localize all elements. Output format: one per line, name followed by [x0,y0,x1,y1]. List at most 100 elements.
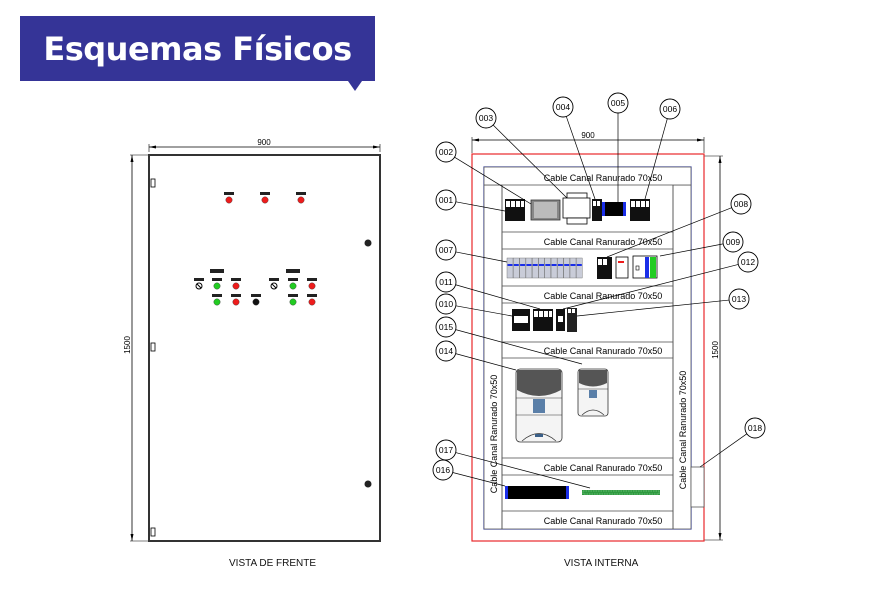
callout-012: 012 [737,251,759,273]
component-014 [515,368,563,443]
component-008 [597,257,612,279]
callout-label: 003 [479,113,493,123]
leader-line [576,299,730,317]
title-banner: Esquemas Físicos [20,16,375,81]
front-width-dim: 900 [257,138,271,147]
callout-label: 004 [556,102,570,112]
front-view: 900 1500 [123,138,381,542]
enclosure-outline [471,153,705,542]
callout-003: 003 [475,107,497,129]
callout-008: 008 [730,193,752,215]
callout-017: 017 [435,439,457,461]
callout-label: 008 [734,199,748,209]
callout-010: 010 [435,293,457,315]
callout-label: 007 [439,245,453,255]
leader-line [492,124,568,199]
selector-switch [194,278,204,290]
callout-label: 009 [726,237,740,247]
pilot-lamp [307,278,317,290]
component-016 [505,486,569,499]
leader-line [699,433,748,468]
leader-line [455,251,508,263]
component-013 [567,308,577,332]
front-view-caption: VISTA DE FRENTE [229,558,317,569]
component-006 [630,199,650,221]
callout-013: 013 [728,288,750,310]
internal-width-dim: 900 [581,131,595,140]
callout-label: 013 [732,294,746,304]
pilot-lamp [212,294,222,306]
banner-pointer [348,81,362,91]
callout-005: 005 [607,92,629,114]
leader-line [659,243,724,257]
internal-view-caption: VISTA INTERNA [564,558,639,569]
callout-label: 005 [611,98,625,108]
component-012 [556,309,565,331]
component-010 [512,309,530,331]
duct-label-left: Cable Canal Ranurado 70x50 [489,375,499,494]
duct-label: Cable Canal Ranurado 70x50 [544,173,663,183]
pilot-lamp [224,192,234,204]
duct-label: Cable Canal Ranurado 70x50 [544,291,663,301]
leader-line [455,305,513,317]
pilot-lamp [307,294,317,306]
callout-label: 001 [439,195,453,205]
pilot-lamp [296,192,306,204]
pilot-lamp [251,294,261,306]
pilot-lamp [231,278,241,290]
callout-label: 012 [741,257,755,267]
callout-004: 004 [552,96,574,118]
callout-label: 010 [439,299,453,309]
component-007 [506,257,583,279]
internal-height-dim: 1500 [711,341,720,359]
callout-016: 016 [432,459,454,481]
callout-015: 015 [435,316,457,338]
horizontal-duct [483,166,692,186]
component-003 [562,192,591,225]
pilot-lamp [288,294,298,306]
duct-label: Cable Canal Ranurado 70x50 [544,346,663,356]
callout-014: 014 [435,340,457,362]
leader-line [606,207,732,258]
nameplate [286,269,300,273]
leader-line [565,116,596,200]
leader-line [455,353,517,371]
door-lock-icon [364,239,372,247]
hinge [150,178,156,188]
page-title: Esquemas Físicos [43,29,352,68]
callout-label: 006 [663,104,677,114]
leader-line [455,452,591,489]
duct-label: Cable Canal Ranurado 70x50 [544,237,663,247]
hinge [150,527,156,537]
nameplate [210,269,224,273]
component-004 [592,199,602,221]
callout-label: 014 [439,346,453,356]
leader-line [452,472,506,487]
callout-007: 007 [435,239,457,261]
pilot-lamp [260,192,270,204]
duct-label: Cable Canal Ranurado 70x50 [544,463,663,473]
callout-009: 009 [722,231,744,253]
leader-line [455,201,506,212]
callout-011: 011 [435,271,457,293]
selector-switch [269,278,279,290]
component-015 [577,368,609,417]
duct-label-right: Cable Canal Ranurado 70x50 [678,371,688,490]
side-component-018 [690,466,705,508]
cabinet-door [148,154,381,542]
hinge [150,342,156,352]
callout-label: 002 [439,147,453,157]
pilot-lamp [231,294,241,306]
callout-001: 001 [435,189,457,211]
leader-line [455,329,583,365]
leader-line [454,156,532,205]
component-011 [533,309,553,331]
component-017 [582,490,660,495]
callout-label: 017 [439,445,453,455]
callout-002: 002 [435,141,457,163]
callout-label: 011 [439,277,453,287]
pilot-lamp [212,278,222,290]
component-009 [615,255,658,279]
leader-line [562,264,739,310]
